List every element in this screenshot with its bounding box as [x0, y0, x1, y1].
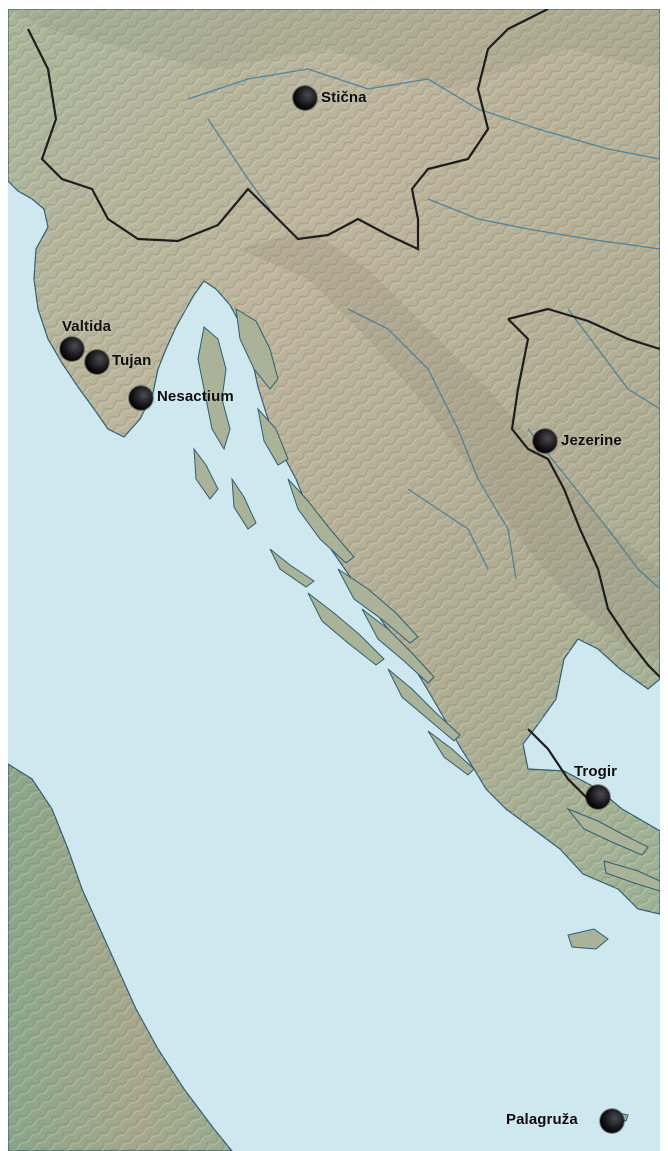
site-marker-jezerine[interactable] [533, 429, 557, 453]
site-label-trogir: Trogir [574, 763, 618, 780]
site-label-tujan: Tujan [112, 352, 152, 369]
site-label-valtida: Valtida [62, 318, 112, 335]
site-label-jezerine: Jezerine [561, 432, 622, 449]
italy-coast [8, 763, 233, 1151]
site-marker-palagruza[interactable] [600, 1109, 624, 1133]
site-marker-trogir[interactable] [586, 785, 610, 809]
mainland [8, 9, 660, 915]
borders [27, 9, 660, 800]
site-marker-tujan[interactable] [85, 350, 109, 374]
islands [193, 308, 660, 1122]
site-label-nesactium: Nesactium [157, 388, 234, 405]
site-marker-valtida[interactable] [60, 337, 84, 361]
site-label-sticna: Stična [321, 89, 367, 106]
site-marker-sticna[interactable] [293, 86, 317, 110]
site-marker-nesactium[interactable] [129, 386, 153, 410]
rivers [187, 68, 660, 590]
site-label-palagruza: Palagruža [506, 1111, 578, 1128]
relief-map [8, 9, 660, 1151]
